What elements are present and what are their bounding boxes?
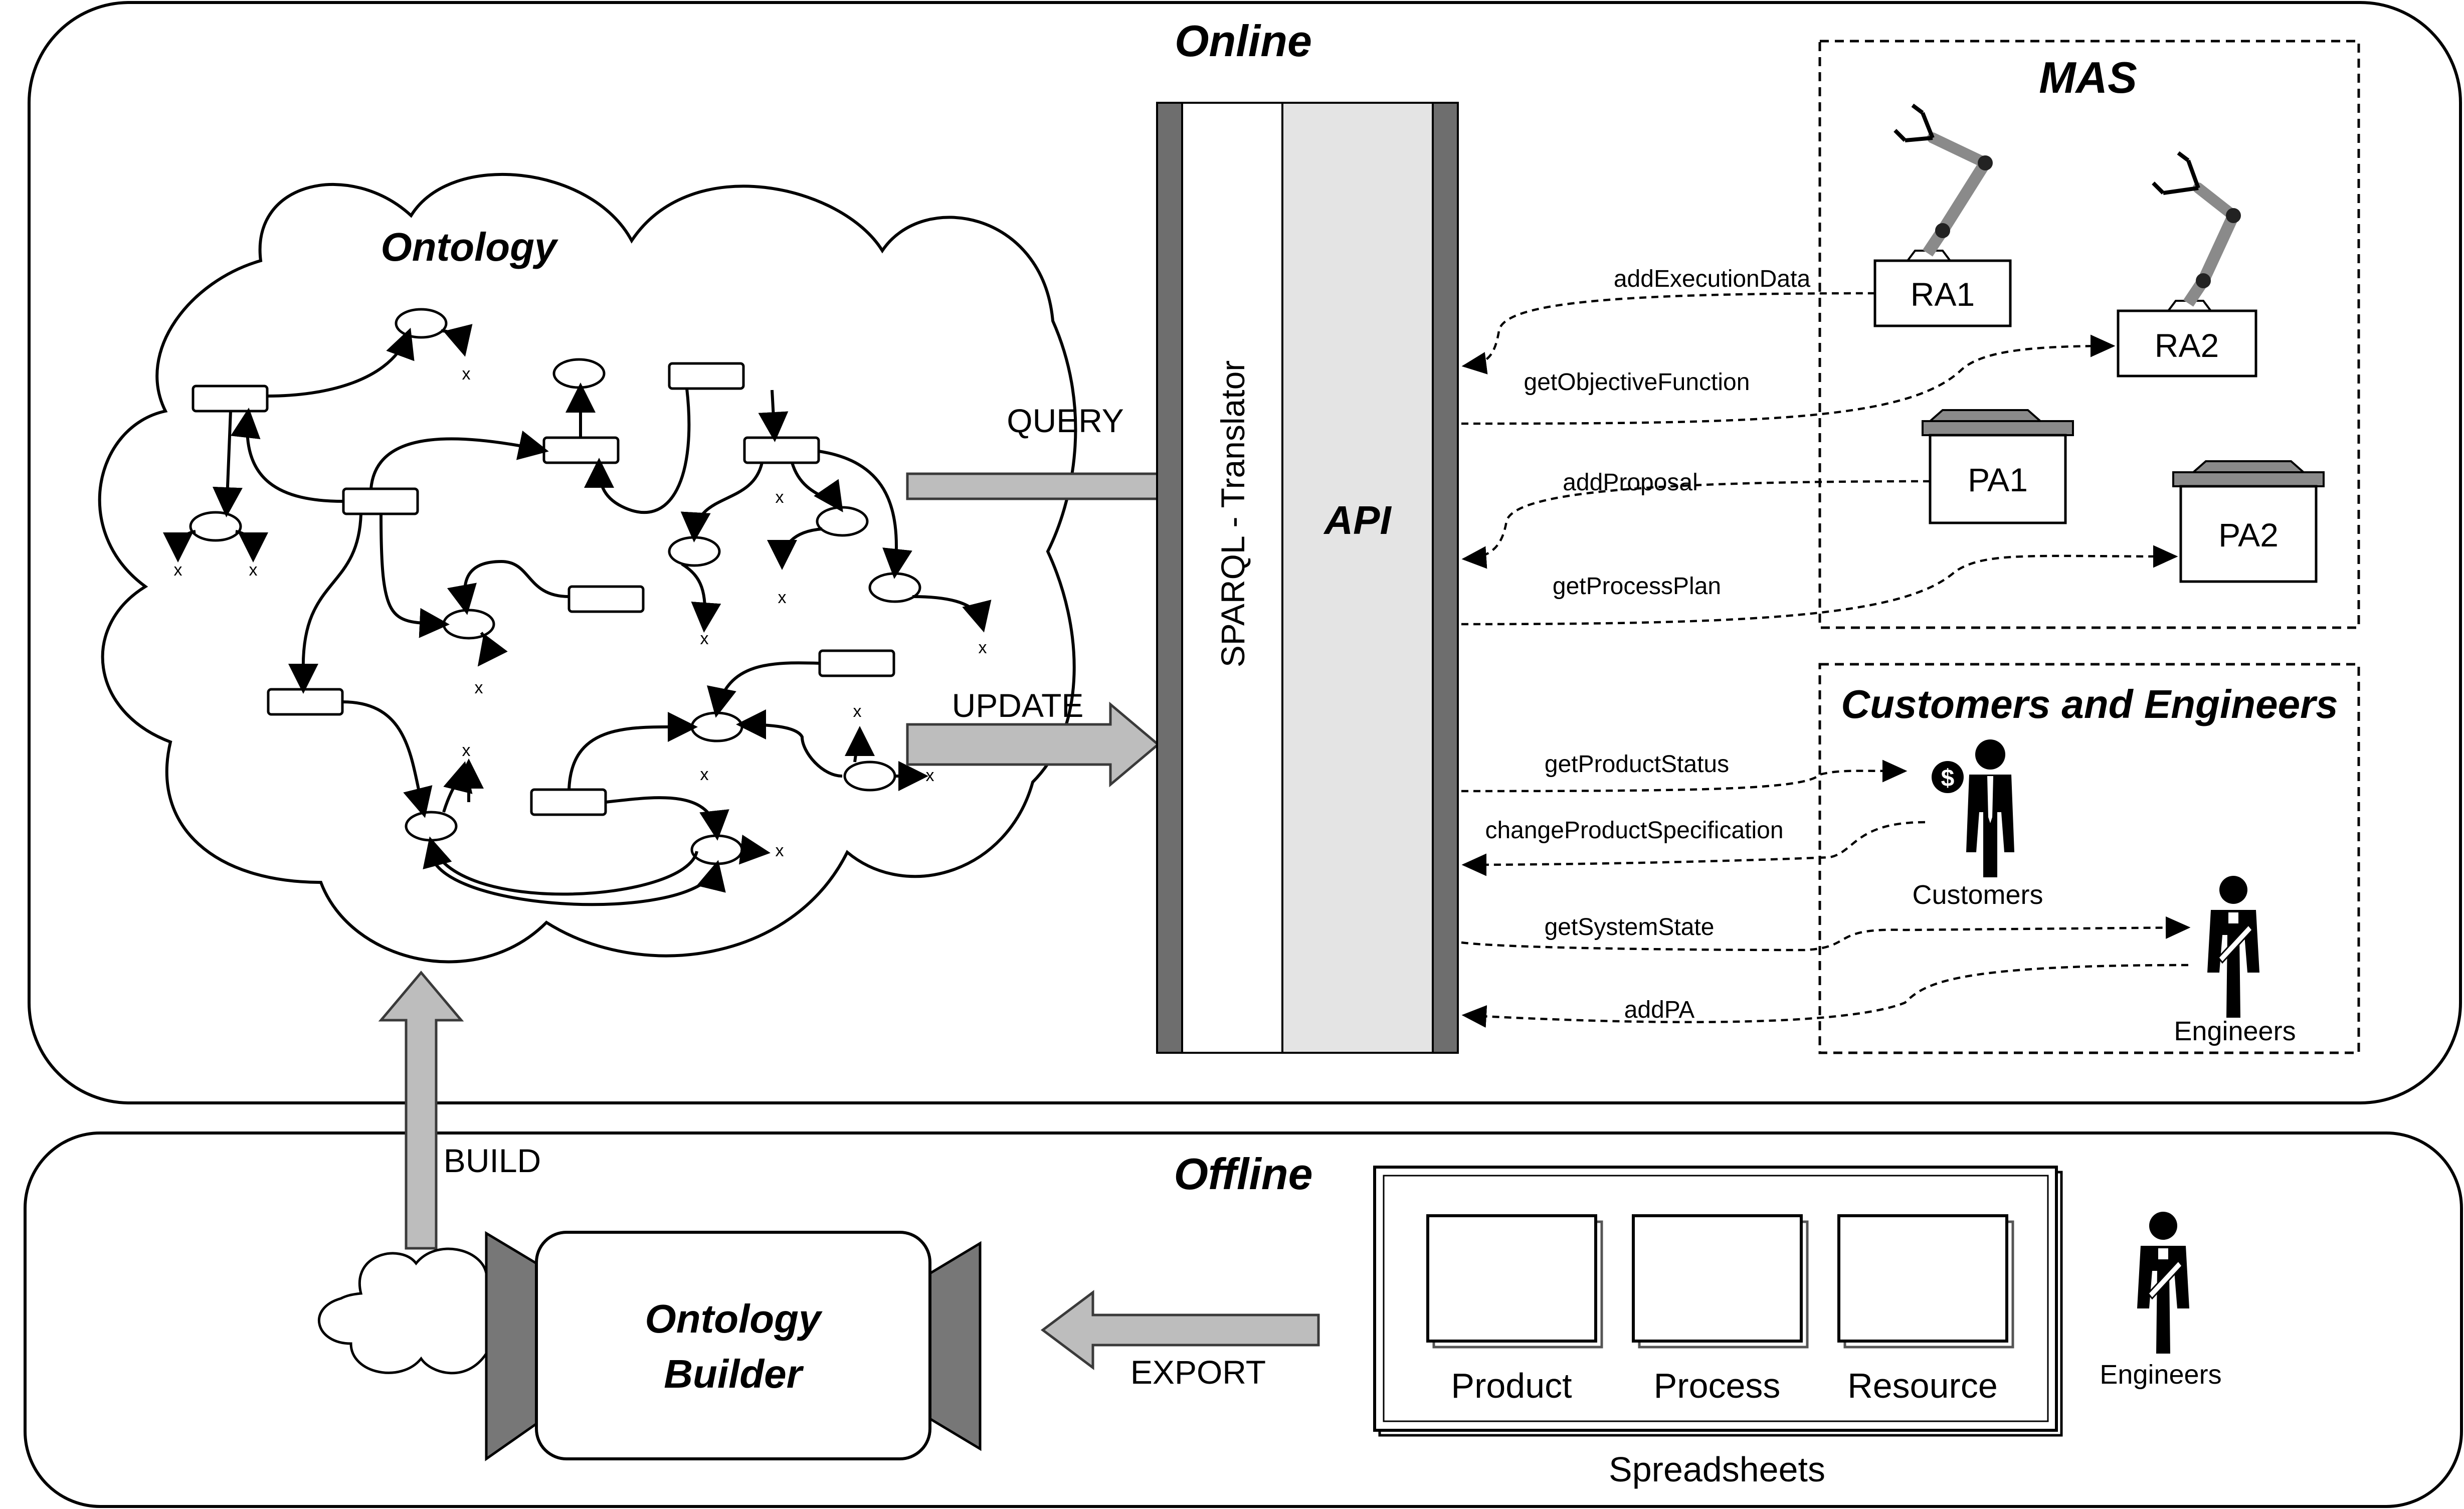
builder-left-side bbox=[485, 1231, 538, 1461]
update-arrow bbox=[906, 701, 1160, 788]
terminal-x8: x bbox=[475, 678, 483, 697]
update-label: UPDATE bbox=[952, 687, 1084, 724]
engineers-label: Engineers bbox=[2174, 1016, 2296, 1046]
pa2-icon bbox=[2172, 460, 2325, 583]
sheet-process-label: Process bbox=[1654, 1366, 1781, 1405]
graph-node-r7 bbox=[267, 688, 344, 716]
graph-node-e8 bbox=[690, 711, 743, 742]
terminal-x5: x bbox=[778, 588, 787, 607]
builder-label-line1: Ontology bbox=[645, 1296, 823, 1341]
terminal-x11: x bbox=[853, 702, 862, 721]
builder-label-line2: Builder bbox=[664, 1352, 804, 1396]
ra2-box bbox=[2117, 309, 2257, 378]
graph-node-e9 bbox=[843, 761, 896, 792]
robot-arm-ra1-icon bbox=[1893, 103, 1993, 262]
ra1-label: RA1 bbox=[1911, 276, 1975, 313]
builder-right-side bbox=[928, 1241, 982, 1451]
customers-label: Customers bbox=[1912, 880, 2043, 910]
ra2-label: RA2 bbox=[2155, 327, 2219, 364]
graph-node-r1 bbox=[192, 385, 269, 413]
spreadsheets-label: Spreadsheets bbox=[1609, 1450, 1825, 1489]
query-label: QUERY bbox=[1007, 402, 1124, 439]
robot-arm-ra2-icon bbox=[2152, 151, 2241, 312]
build-arrow bbox=[378, 971, 464, 1250]
pa1-label: PA1 bbox=[1968, 461, 2028, 498]
graph-node-r4 bbox=[668, 362, 745, 390]
graph-node-r6 bbox=[567, 585, 645, 613]
sheet-product-icon bbox=[1426, 1214, 1603, 1349]
terminal-x4: x bbox=[776, 488, 784, 507]
method-getSystemState: getSystemState bbox=[1545, 914, 1715, 940]
graph-node-e2 bbox=[552, 358, 606, 389]
graph-node-e1 bbox=[395, 308, 448, 339]
ontology-cloud bbox=[98, 172, 1077, 964]
graph-node-e5 bbox=[816, 506, 869, 537]
terminal-x10: x bbox=[700, 765, 709, 784]
customer-icon: $ bbox=[1932, 739, 2014, 877]
graph-node-r8 bbox=[818, 649, 895, 677]
engineers-offline-label: Engineers bbox=[2100, 1360, 2221, 1390]
offline-title: Offline bbox=[1174, 1149, 1312, 1199]
method-addProposal: addProposal bbox=[1563, 469, 1698, 496]
sheet-process-icon bbox=[1632, 1214, 1809, 1349]
graph-node-r5 bbox=[743, 436, 820, 464]
api-connections bbox=[1461, 292, 2191, 1028]
sheet-resource-label: Resource bbox=[1847, 1366, 1998, 1405]
ontology-graph: x x x x x x x x x x x x x bbox=[163, 308, 992, 906]
method-getObjectiveFunction: getObjectiveFunction bbox=[1524, 369, 1750, 396]
terminal-x9: x bbox=[462, 741, 471, 760]
sparql-translator-label: SPARQL - Translator bbox=[1214, 360, 1251, 668]
api-column bbox=[1156, 102, 1459, 1054]
graph-node-e3 bbox=[189, 511, 242, 542]
sheet-product-label: Product bbox=[1451, 1366, 1572, 1405]
api-label: API bbox=[1323, 498, 1392, 542]
build-label: BUILD bbox=[444, 1142, 541, 1179]
mas-title: MAS bbox=[2039, 53, 2137, 102]
ra1-box bbox=[1873, 259, 2012, 327]
mas-box bbox=[1818, 40, 2360, 629]
terminal-x7: x bbox=[979, 638, 987, 657]
online-title: Online bbox=[1175, 16, 1312, 66]
customers-engineers-title: Customers and Engineers bbox=[1841, 682, 2338, 726]
dollar-symbol: $ bbox=[1941, 765, 1955, 792]
graph-node-r2 bbox=[342, 487, 419, 515]
pa2-label: PA2 bbox=[2218, 516, 2279, 553]
source-cloud-icon bbox=[318, 1247, 488, 1375]
method-getProductStatus: getProductStatus bbox=[1545, 751, 1729, 778]
pa1-icon bbox=[1922, 409, 2074, 524]
ontology-builder-box bbox=[535, 1231, 931, 1460]
graph-node-e11 bbox=[690, 834, 743, 865]
method-changeProductSpecification: changeProductSpecification bbox=[1485, 817, 1783, 844]
terminal-x12: x bbox=[926, 766, 934, 785]
graph-node-r9 bbox=[530, 788, 607, 816]
export-arrow bbox=[1040, 1290, 1320, 1370]
ontology-title: Ontology bbox=[381, 225, 558, 269]
terminal-x6: x bbox=[700, 629, 709, 648]
terminal-x1: x bbox=[462, 364, 471, 384]
graph-node-e4 bbox=[668, 536, 721, 567]
method-addExecutionData: addExecutionData bbox=[1614, 266, 1811, 292]
graph-node-r3 bbox=[542, 436, 620, 464]
terminal-x3: x bbox=[249, 560, 258, 580]
method-getProcessPlan: getProcessPlan bbox=[1553, 573, 1721, 600]
terminal-x2: x bbox=[174, 560, 182, 580]
terminal-x13: x bbox=[776, 841, 784, 860]
graph-node-e10 bbox=[405, 811, 458, 842]
export-label: EXPORT bbox=[1130, 1354, 1266, 1391]
graph-node-e6 bbox=[442, 609, 495, 640]
sheet-resource-icon bbox=[1837, 1214, 2014, 1349]
method-addPA: addPA bbox=[1624, 997, 1695, 1023]
